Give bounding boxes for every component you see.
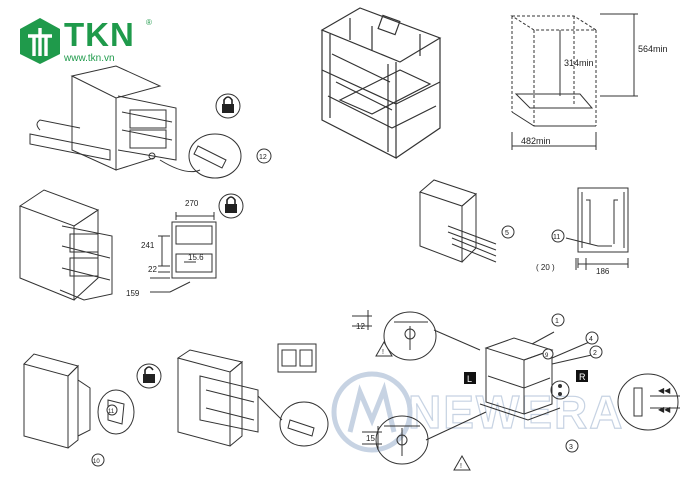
frame-front-view (150, 212, 217, 293)
frame-width-label: 270 (185, 199, 199, 208)
brand-logo: TKN ® www.tkn.vn (18, 16, 158, 68)
right-label: R (579, 372, 586, 382)
cabinet-inner-height-label: 314min (564, 58, 594, 68)
rail-clip-detail (159, 133, 242, 179)
cabinet-side-drawing (23, 353, 135, 449)
cabinet-rail-drawing (419, 179, 497, 263)
cabinet-open-drawing (18, 189, 113, 301)
screw-12-label: 12 (356, 322, 365, 331)
tkn-logo-icon (20, 18, 60, 64)
warning-icon: ! (453, 454, 471, 471)
side-hole-detail (550, 373, 680, 431)
brand-registered-mark: ® (146, 18, 152, 27)
rail-186-label: 186 (596, 267, 610, 276)
warning-mark: ! (460, 463, 462, 470)
lock-icon (218, 193, 244, 219)
callout-circle-11b (106, 404, 118, 416)
newera-watermark: NEWERA (331, 371, 624, 453)
callout-3: 3 (569, 444, 573, 451)
callout-circle-12 (256, 148, 272, 164)
cabinet-dimension-drawing (510, 13, 638, 150)
frame-3d-drawing (320, 7, 442, 159)
callout-9: 9 (545, 353, 549, 359)
screw-detail-bottom (362, 411, 487, 465)
frame-15-6-label: 15.6 (188, 253, 204, 262)
callout-5: 5 (505, 230, 509, 237)
basket-install-drawing (176, 343, 329, 447)
brand-url: www.tkn.vn (64, 53, 115, 64)
cabinet-width-label: 482min (521, 136, 551, 146)
frame-241-label: 241 (141, 241, 155, 250)
arrow-bottom: ◀◀ (658, 405, 671, 414)
rail-20-label: ( 20 ) (536, 263, 555, 272)
callout-circle-10 (91, 453, 105, 467)
arrow-top: ◀◀ (658, 386, 671, 395)
callout-11a: 11 (553, 234, 560, 241)
callout-circle-4 (585, 331, 599, 345)
right-label-box (576, 370, 588, 382)
unlock-icon (136, 363, 162, 389)
frame-159-label: 159 (126, 289, 140, 298)
callout-1: 1 (555, 318, 559, 325)
warning-icon: ! (375, 340, 393, 357)
callout-12: 12 (259, 154, 267, 161)
callout-10: 10 (93, 459, 100, 465)
left-label: L (467, 374, 472, 384)
callout-circle-9 (542, 348, 554, 360)
callout-circle-3 (565, 439, 579, 453)
watermark-text: NEWERA (408, 386, 624, 438)
frame-22-label: 22 (148, 265, 157, 274)
rail-front-view (565, 187, 629, 270)
callout-circle-5 (501, 225, 515, 239)
callout-circle-2 (589, 345, 603, 359)
callout-4: 4 (589, 336, 593, 343)
brand-name: TKN (64, 16, 135, 53)
lock-icon (215, 93, 241, 119)
callout-11b: 11 (108, 409, 115, 415)
callout-circle-1 (551, 313, 565, 327)
basket-assembly-drawing (479, 331, 597, 421)
cabinet-height-label: 564min (638, 44, 668, 54)
screw-15-label: 15 (366, 434, 375, 443)
callout-2: 2 (593, 350, 597, 357)
callout-circle-11a (551, 229, 565, 243)
left-label-box (464, 372, 476, 384)
cabinet-with-basket-drawing (29, 65, 177, 171)
warning-mark: ! (382, 349, 384, 356)
screw-detail-top (352, 310, 481, 361)
